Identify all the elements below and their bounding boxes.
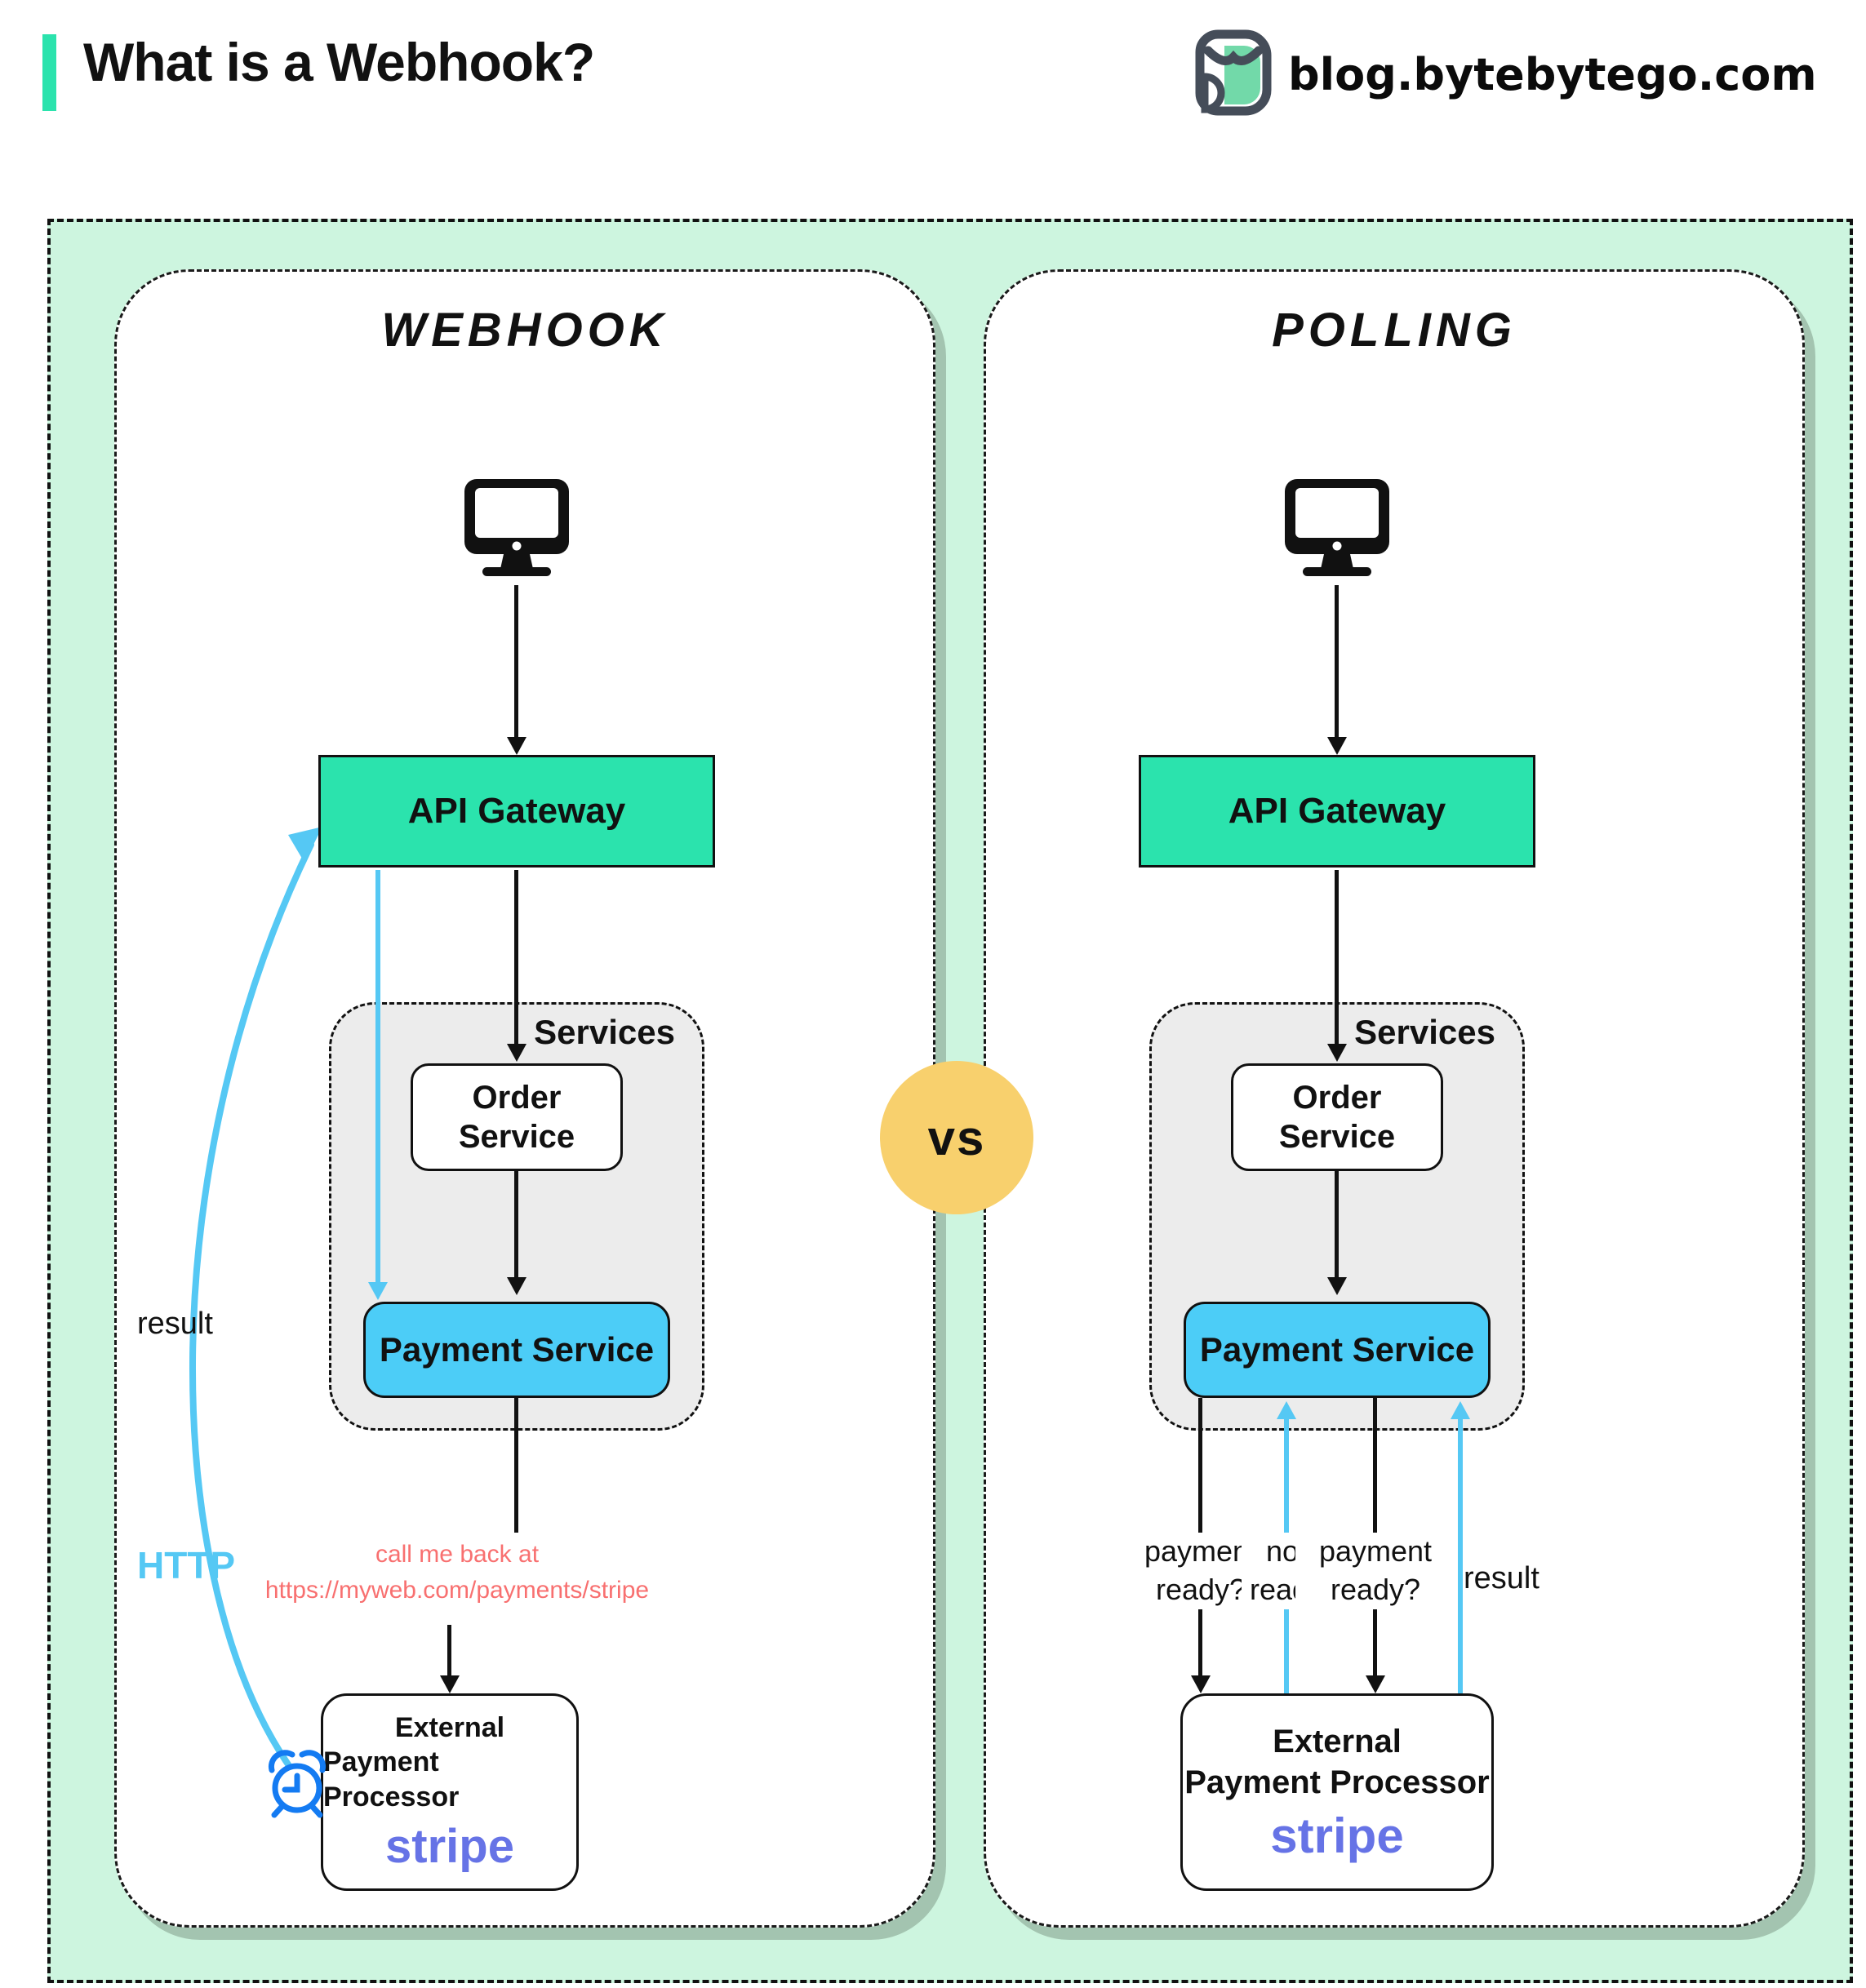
order-service-label: Order: [472, 1080, 562, 1116]
panel-webhook-title: Webhook: [381, 304, 669, 357]
payment-service-label: Payment Service: [379, 1330, 655, 1369]
arrowhead: [1327, 737, 1347, 755]
page-title: What is a Webhook?: [83, 32, 595, 92]
arrow-order-to-payment: [514, 1171, 518, 1279]
order-service-label: Order: [1292, 1080, 1382, 1116]
label-line: ready?: [1155, 1572, 1246, 1606]
arrowhead: [1327, 1277, 1347, 1295]
brand-url: blog.bytebytego.com: [1288, 49, 1817, 100]
title-accent-bar: [42, 34, 56, 111]
external-payment-processor-box: External Payment Processor stripe: [321, 1693, 579, 1891]
api-gateway-box: API Gateway: [1139, 755, 1535, 868]
arrowhead: [1366, 1675, 1385, 1693]
external-label: Payment Processor: [1184, 1764, 1490, 1800]
arrow-callback-to-external: [447, 1625, 451, 1677]
services-label: Services: [1354, 1013, 1495, 1051]
monitor-icon: [463, 477, 571, 584]
arrow-payment-to-callback: [514, 1398, 518, 1533]
http-label: HTTP: [137, 1544, 236, 1586]
alarm-clock-icon: [265, 1747, 329, 1825]
label-line: payment: [1318, 1534, 1433, 1568]
api-gateway-label: API Gateway: [1228, 791, 1446, 831]
arrowhead: [440, 1675, 460, 1693]
services-label: Services: [534, 1013, 675, 1051]
label-result: result: [1464, 1561, 1539, 1595]
brand: blog.bytebytego.com: [1193, 29, 1817, 120]
callback-url: https://myweb.com/payments/stripe: [264, 1576, 650, 1604]
arrowhead: [507, 737, 526, 755]
payment-service-box: Payment Service: [1184, 1302, 1491, 1398]
arrowhead: [507, 1044, 526, 1062]
arrow-client-to-gateway: [514, 585, 518, 739]
order-service-label: Service: [458, 1119, 575, 1155]
panel-polling-title: Polling: [1272, 304, 1517, 357]
panel-polling: Polling API Gateway Services Order Servi…: [984, 269, 1805, 1928]
arrowhead: [507, 1277, 526, 1295]
monitor-icon: [1283, 477, 1391, 584]
payment-service-label: Payment Service: [1199, 1330, 1475, 1369]
callback-line1: call me back at: [375, 1541, 540, 1568]
arrow-result: [1458, 1418, 1463, 1693]
arrowhead: [368, 1282, 388, 1300]
arrowhead: [1277, 1401, 1296, 1419]
payment-service-box: Payment Service: [363, 1302, 670, 1398]
arrow-gateway-to-payment-webhook: [375, 870, 380, 1284]
api-gateway-box: API Gateway: [318, 755, 715, 868]
arrowhead: [1191, 1675, 1211, 1693]
order-service-box: Order Service: [1231, 1063, 1443, 1171]
arrow-gateway-to-order: [514, 870, 518, 1045]
vs-badge: vs: [880, 1061, 1033, 1214]
external-label: Payment Processor: [323, 1746, 460, 1813]
panel-webhook: Webhook API Gateway Services Order: [114, 269, 935, 1928]
external-label: External: [394, 1711, 505, 1743]
result-label: result: [137, 1307, 213, 1341]
arrowhead: [1327, 1044, 1347, 1062]
label-line: payment: [1144, 1534, 1258, 1568]
stripe-logo: stripe: [1270, 1808, 1404, 1863]
callback-note: call me back at https://myweb.com/paymen…: [229, 1537, 686, 1608]
arrow-client-to-gateway: [1335, 585, 1339, 739]
api-gateway-label: API Gateway: [407, 791, 626, 831]
stripe-logo: stripe: [385, 1820, 514, 1874]
label-line: ready?: [1330, 1572, 1421, 1606]
label-payment-ready-2: payment ready?: [1295, 1533, 1455, 1609]
bytebytego-logo-icon: [1193, 29, 1273, 120]
order-service-label: Service: [1278, 1119, 1396, 1155]
external-payment-processor-box: External Payment Processor stripe: [1180, 1693, 1494, 1891]
external-label: External: [1273, 1723, 1402, 1759]
arrow-order-to-payment: [1335, 1171, 1339, 1279]
order-service-box: Order Service: [411, 1063, 623, 1171]
arrowhead: [1451, 1401, 1470, 1419]
arrow-gateway-to-order: [1335, 870, 1339, 1045]
